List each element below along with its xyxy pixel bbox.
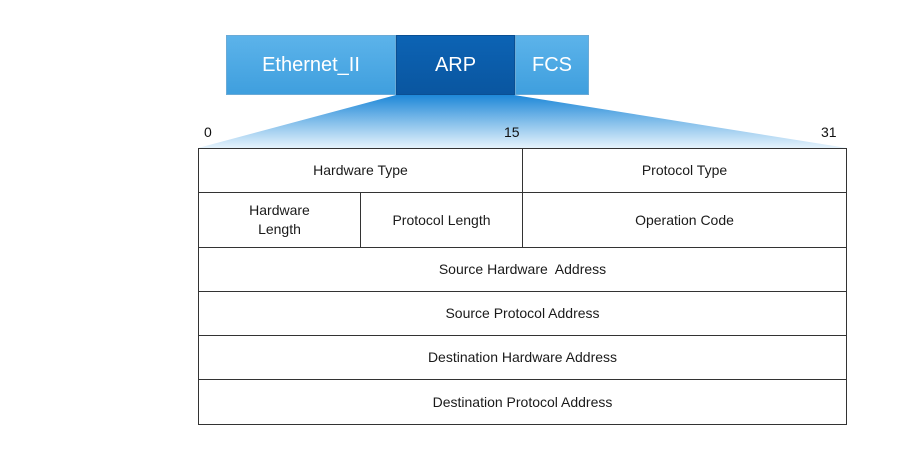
field-hardware-type: Hardware Type	[199, 149, 523, 193]
ethernet-frame-bar: Ethernet_II ARP FCS	[226, 35, 589, 95]
field-destination-protocol-address: Destination Protocol Address	[432, 393, 613, 410]
bit-label-end: 31	[821, 124, 837, 140]
bit-label-mid: 15	[504, 124, 520, 140]
field-protocol-length: Protocol Length	[361, 193, 523, 248]
field-hardware-length: Hardware Length	[199, 193, 361, 248]
field-source-protocol-address: Source Protocol Address	[199, 292, 846, 336]
fan-shape	[198, 95, 847, 148]
bit-label-start: 0	[204, 124, 212, 140]
field-hardware-length-line2: Length	[258, 221, 301, 237]
arp-header-table: Hardware Type Protocol Type Hardware Len…	[198, 148, 847, 425]
field-destination-hardware-address: Destination Hardware Address	[199, 336, 846, 380]
frame-segment-fcs: FCS	[515, 35, 589, 95]
field-source-hardware-address: Source Hardware Address	[199, 248, 846, 292]
frame-segment-arp: ARP	[396, 35, 515, 95]
field-hardware-length-line1: Hardware	[249, 202, 310, 218]
field-operation-code: Operation Code	[523, 193, 846, 248]
frame-segment-ethernet-ii: Ethernet_II	[226, 35, 396, 95]
field-protocol-type: Protocol Type	[523, 149, 846, 193]
